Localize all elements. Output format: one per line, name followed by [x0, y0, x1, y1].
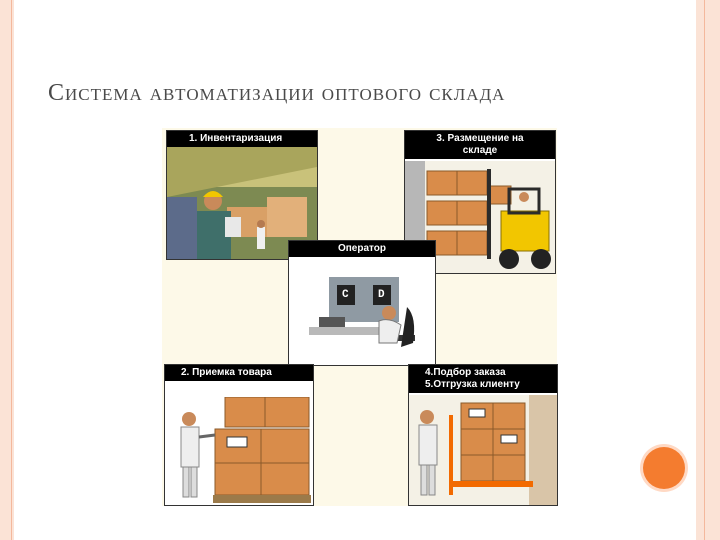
receiving-illustration [165, 397, 313, 505]
slide-right-border [696, 0, 720, 540]
panel-inventory: 1. Инвентаризация [166, 130, 318, 260]
panel-inventory-header: 1. Инвентаризация [167, 131, 317, 147]
panel-placement-header-line2: складе [462, 145, 498, 156]
panel-operator-header: Оператор [289, 241, 435, 257]
panel-picking-header: 4.Подбор заказа 5.Отгрузка клиенту [409, 365, 557, 393]
slide-title: Система автоматизации оптового склада [48, 80, 506, 106]
panel-placement-header: 3. Размещение на складе [405, 131, 555, 159]
panel-picking-shipping: 4.Подбор заказа 5.Отгрузка клиенту [408, 364, 558, 506]
operator-illustration [289, 257, 435, 365]
panel-receiving: 2. Приемка товара [164, 364, 314, 506]
panel-picking-header-line2: 5.Отгрузка клиенту [425, 379, 520, 390]
decorative-orange-circle [643, 447, 685, 489]
panel-picking-header-line1: 4.Подбор заказа [425, 367, 506, 378]
panel-receiving-header: 2. Приемка товара [165, 365, 313, 381]
panel-placement-header-line1: 3. Размещение на [436, 133, 524, 144]
operator-screen-right-letter: D [378, 289, 385, 301]
inventory-illustration [167, 147, 317, 259]
panel-operator: Оператор C D [288, 240, 436, 366]
slide-left-border [0, 0, 14, 540]
operator-screen-left-letter: C [342, 289, 349, 301]
picking-illustration [409, 395, 557, 505]
